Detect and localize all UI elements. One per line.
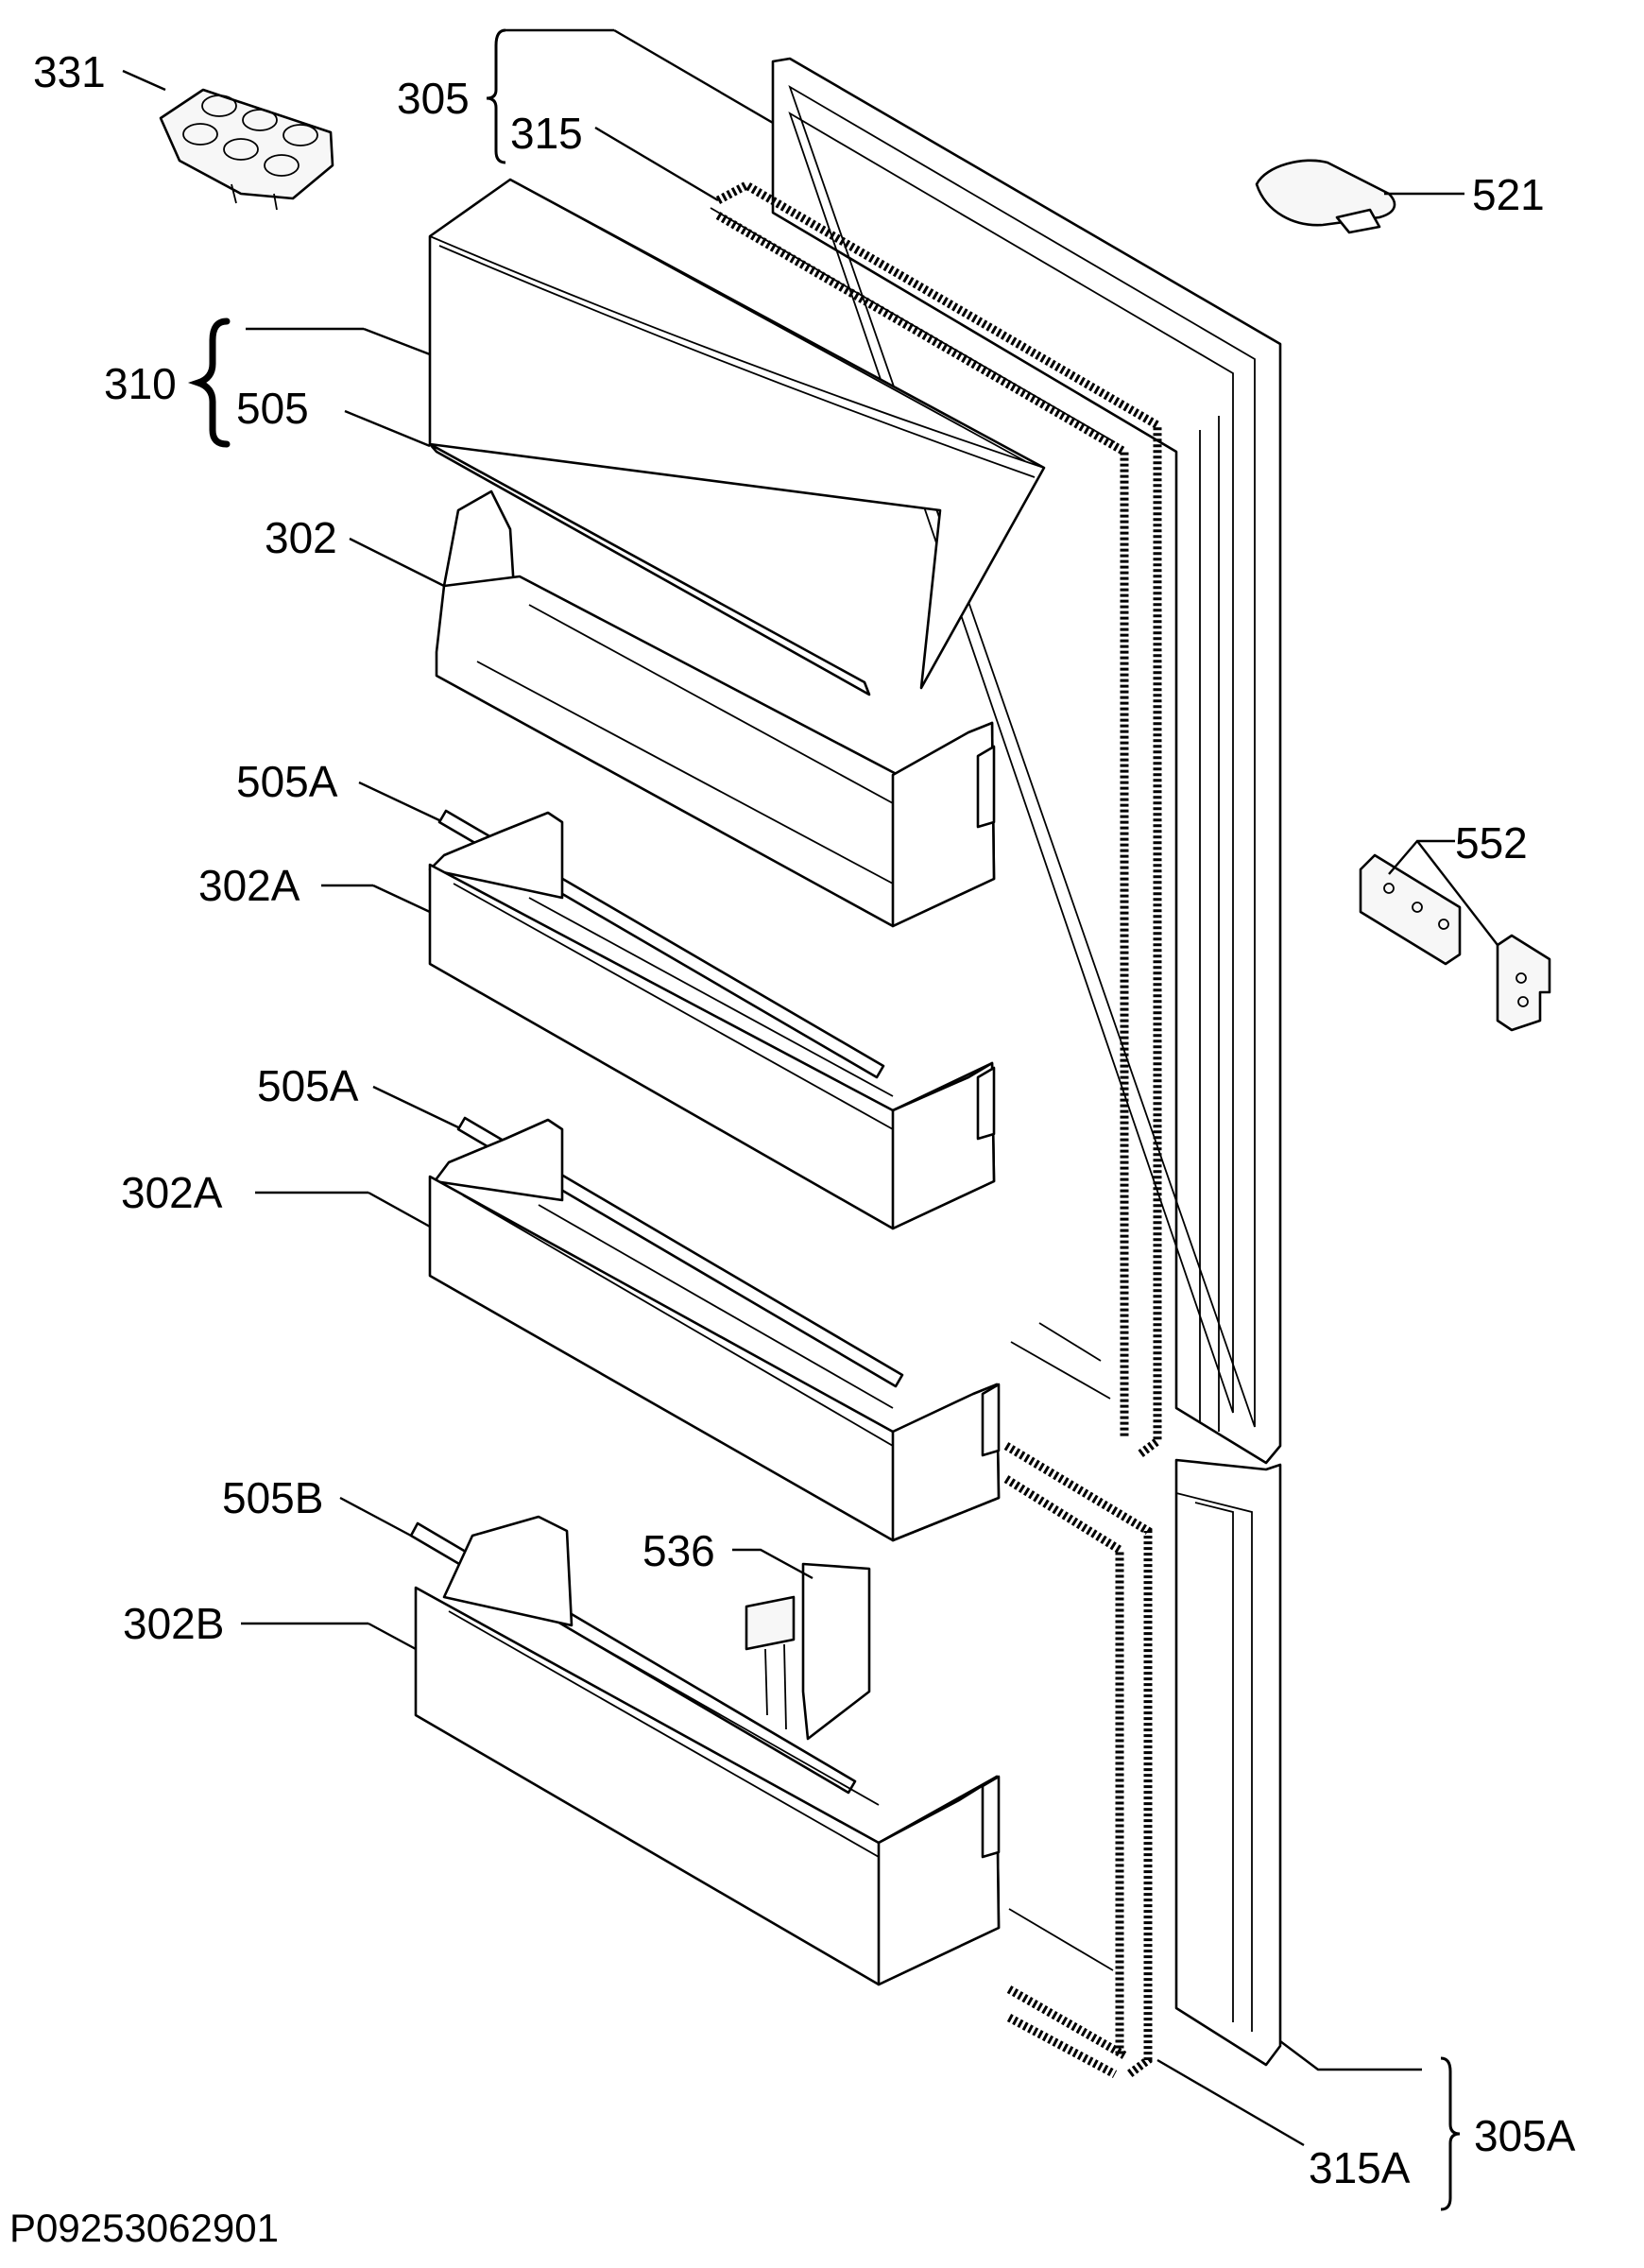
- label-331: 331: [33, 47, 106, 96]
- hinge-bracket-552: [1359, 853, 1551, 1032]
- label-305A: 305A: [1474, 2111, 1576, 2160]
- label-310: 310: [104, 359, 177, 408]
- door-shelf-302: [435, 490, 996, 928]
- label-305: 305: [397, 74, 470, 123]
- label-536: 536: [642, 1526, 715, 1575]
- label-315A: 315A: [1309, 2143, 1411, 2192]
- label-505A-first: 505A: [236, 757, 338, 806]
- door-shelf-302A-first: [428, 811, 996, 1230]
- label-302A-first: 302A: [198, 861, 300, 910]
- shelf-bar-505: [428, 442, 871, 696]
- lower-door-frame-305A: [1174, 1458, 1282, 2067]
- drawing-code: P09253062901: [9, 2206, 279, 2250]
- label-302B: 302B: [123, 1599, 224, 1648]
- upper-door-frame-305: [771, 57, 1282, 1465]
- lower-gasket-315A: [1003, 1322, 1153, 2078]
- egg-tray-331: [159, 88, 334, 211]
- label-315: 315: [510, 109, 583, 158]
- label-302A-second: 302A: [121, 1168, 223, 1217]
- leader-lines: [122, 28, 1498, 2211]
- door-shelf-302B: [414, 1515, 1001, 1986]
- cover-521: [1255, 159, 1396, 234]
- bottle-holder-536: [745, 1562, 871, 1741]
- label-552: 552: [1455, 818, 1528, 868]
- label-302: 302: [265, 513, 337, 562]
- label-521: 521: [1472, 170, 1545, 219]
- label-505A-second: 505A: [257, 1061, 359, 1110]
- shelf-bar-505A-second: [456, 1116, 904, 1388]
- door-shelf-302A-second: [428, 1118, 1001, 1542]
- label-505B: 505B: [222, 1473, 323, 1522]
- label-505: 505: [236, 384, 309, 433]
- upper-gasket-315: [710, 180, 1162, 1459]
